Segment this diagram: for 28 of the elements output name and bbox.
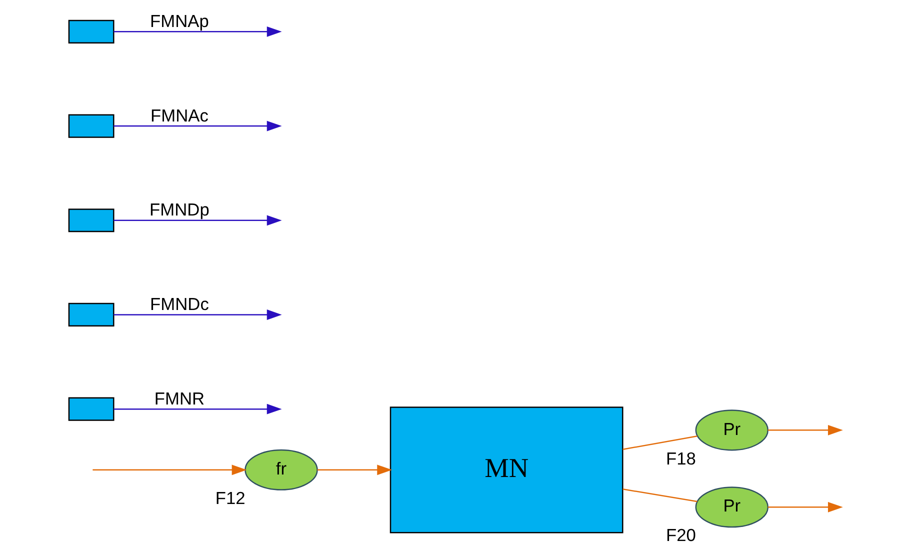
- arrow: [113, 215, 282, 226]
- node-ellipse: fr: [244, 449, 318, 490]
- node-box: [68, 302, 114, 327]
- arrow: [92, 464, 246, 476]
- connector: [622, 436, 697, 450]
- node-box: [68, 208, 114, 232]
- node-ellipse: Pr: [694, 410, 768, 451]
- edge-label: FMNDp: [149, 200, 209, 220]
- node-box: [68, 397, 114, 421]
- node-ellipse: Pr: [694, 486, 768, 528]
- edge-label: FMNAc: [150, 105, 208, 126]
- arrow: [767, 424, 842, 436]
- node-label: F18: [666, 448, 696, 468]
- arrow: [113, 310, 282, 320]
- edge-label: FMNR: [154, 388, 204, 408]
- arrow: [113, 120, 282, 132]
- arrow: [316, 464, 392, 476]
- edge-label: FMNDc: [150, 294, 208, 314]
- arrow: [113, 404, 282, 414]
- node-label: F20: [666, 525, 696, 546]
- node-box: [68, 20, 114, 44]
- node-box: MN: [389, 406, 623, 534]
- node-box: [68, 114, 114, 138]
- edge-label: FMNAp: [150, 10, 208, 31]
- connector: [622, 488, 697, 502]
- arrow: [767, 502, 842, 512]
- arrow: [113, 26, 282, 37]
- node-label: F12: [214, 488, 245, 508]
